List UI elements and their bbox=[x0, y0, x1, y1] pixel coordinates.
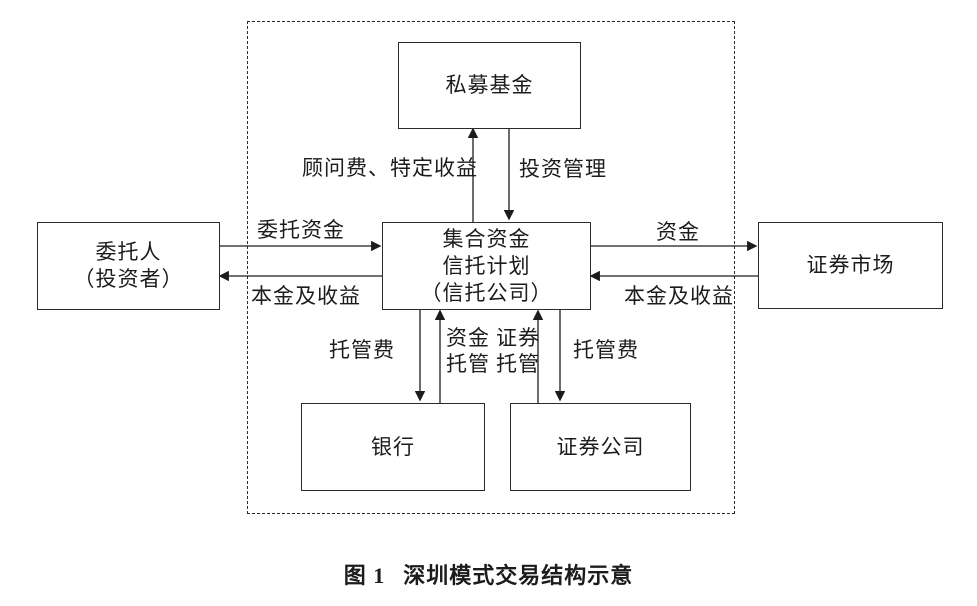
node-trust-plan: 集合资金 信托计划 （信托公司） bbox=[382, 222, 591, 310]
edge-label-securities-custody: 证券 托管 bbox=[496, 325, 540, 377]
node-principal-investor: 委托人 （投资者） bbox=[37, 222, 220, 310]
edge-label-principal-returns-right: 本金及收益 bbox=[624, 284, 734, 308]
edge-label-custody-fee-right: 托管费 bbox=[573, 338, 639, 362]
edge-label-fund-custody-line2: 托管 bbox=[446, 352, 490, 376]
edge-label-fund-custody: 资金 托管 bbox=[446, 325, 490, 377]
edge-label-entrusted-funds: 委托资金 bbox=[257, 218, 345, 242]
figure-caption-title: 深圳模式交易结构示意 bbox=[403, 563, 634, 588]
node-securities-company-label: 证券公司 bbox=[556, 434, 645, 459]
node-private-fund: 私募基金 bbox=[398, 42, 581, 129]
node-principal-line1: 委托人 bbox=[95, 240, 162, 264]
node-bank-label: 银行 bbox=[371, 434, 415, 459]
node-trust-plan-line1: 集合资金 bbox=[442, 226, 531, 251]
edge-label-advisory-fee: 顾问费、特定收益 bbox=[302, 156, 478, 180]
node-securities-market-label: 证券市场 bbox=[806, 253, 895, 277]
edge-label-principal-returns-left: 本金及收益 bbox=[251, 284, 361, 308]
node-securities-market: 证券市场 bbox=[758, 222, 943, 309]
edge-label-securities-custody-line2: 托管 bbox=[496, 352, 540, 376]
node-bank: 银行 bbox=[301, 403, 485, 491]
edge-label-funds: 资金 bbox=[656, 220, 700, 244]
node-securities-company: 证券公司 bbox=[510, 403, 691, 491]
figure-caption-number: 图 1 bbox=[343, 563, 386, 588]
dashed-boundary-frame bbox=[247, 21, 735, 514]
node-private-fund-label: 私募基金 bbox=[445, 73, 534, 97]
node-trust-plan-line2: 信托计划 bbox=[442, 253, 531, 278]
node-principal-line2: （投资者） bbox=[73, 267, 184, 291]
edge-label-fund-custody-line1: 资金 bbox=[446, 326, 490, 350]
edge-label-investment-management: 投资管理 bbox=[519, 157, 607, 181]
figure-caption: 图 1 深圳模式交易结构示意 bbox=[0, 558, 977, 590]
edge-label-securities-custody-line1: 证券 bbox=[496, 326, 540, 350]
node-trust-plan-line3: （信托公司） bbox=[420, 280, 553, 305]
edge-label-custody-fee-left: 托管费 bbox=[329, 338, 395, 362]
